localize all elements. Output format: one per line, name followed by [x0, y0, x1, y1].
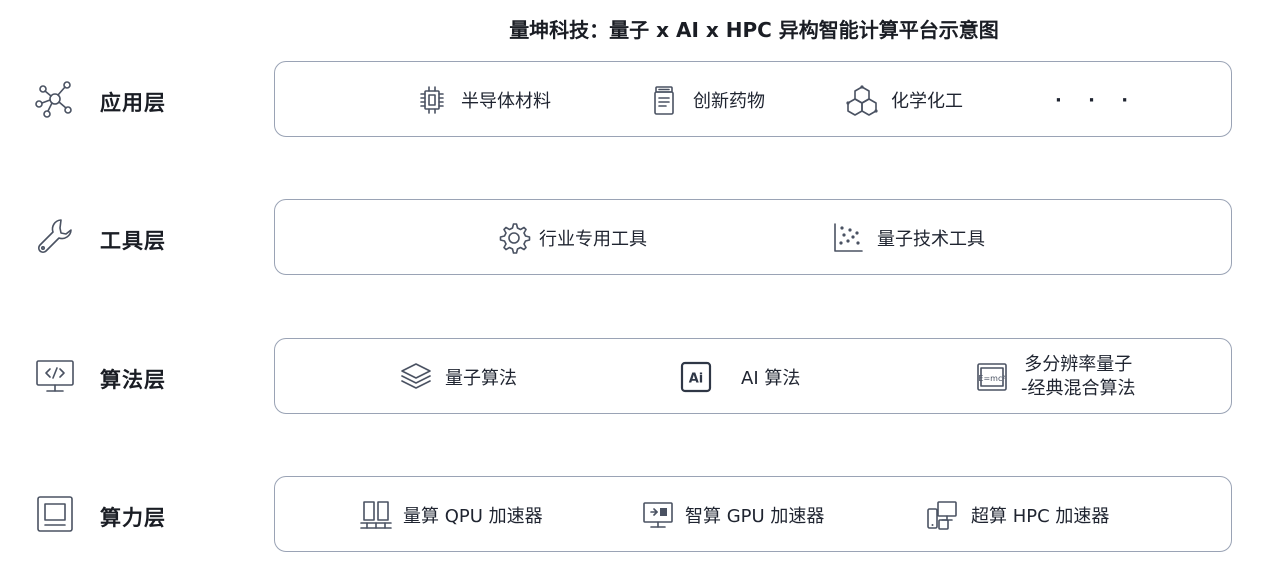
- item-chemistry: 化学化工: [845, 62, 963, 138]
- item-ai-algorithm: Ai AI 算法: [679, 339, 800, 415]
- layer-label: 算法层: [100, 368, 166, 392]
- item-label: 半导体材料: [461, 91, 551, 112]
- item-hpc: 超算 HPC 加速器: [925, 477, 1109, 553]
- wrench-icon: [34, 216, 76, 258]
- item-label: 量子算法: [445, 368, 517, 389]
- pill-bottle-icon: [647, 83, 681, 117]
- svg-text:Ai: Ai: [689, 372, 704, 387]
- item-quantum-algorithm: 量子算法: [399, 339, 517, 415]
- item-label: 超算 HPC 加速器: [971, 506, 1110, 527]
- layer-label: 工具层: [100, 229, 166, 253]
- chip-icon: [415, 83, 449, 117]
- svg-text:E=mc²: E=mc²: [978, 374, 1005, 383]
- item-qpu: 量算 QPU 加速器: [359, 477, 543, 553]
- diagram-title: 量坤科技：量子 x AI x HPC 异构智能计算平台示意图: [509, 18, 999, 42]
- molecule-icon: [845, 83, 879, 117]
- item-label: 创新药物: [693, 91, 765, 112]
- layer-row-algorithm: 算法层 量子算法 Ai AI 算法: [0, 338, 1280, 418]
- network-nodes-icon: [34, 78, 76, 120]
- gear-icon: [497, 221, 531, 255]
- item-label: 量子技术工具: [877, 229, 985, 250]
- processor-icon: [34, 493, 76, 535]
- layer-panel: 量算 QPU 加速器 智算 GPU 加速器: [274, 476, 1232, 552]
- layer-row-application: 应用层: [0, 61, 1280, 141]
- item-hybrid-algorithm: E=mc² 多分辨率量子 -经典混合算法: [975, 339, 1136, 415]
- qpu-rack-icon: [359, 498, 393, 532]
- item-label: 化学化工: [891, 91, 963, 112]
- item-label-line1: 多分辨率量子: [1024, 354, 1133, 375]
- hpc-devices-icon: [925, 498, 959, 532]
- layer-label: 算力层: [100, 506, 166, 530]
- layer-label: 应用层: [100, 91, 166, 115]
- item-label-line2: -经典混合算法: [1021, 378, 1136, 399]
- ai-badge-icon: Ai: [679, 360, 713, 394]
- item-semiconductor: 半导体材料: [415, 62, 551, 138]
- formula-board-icon: E=mc²: [975, 360, 1009, 394]
- layer-panel: 量子算法 Ai AI 算法 E=mc² 多分辨率量子 -经典混合算法: [274, 338, 1232, 414]
- item-label-multiline: 多分辨率量子 -经典混合算法: [1021, 353, 1136, 401]
- layer-panel: 行业专用工具 量子技术工具: [274, 199, 1232, 275]
- item-label: 智算 GPU 加速器: [685, 506, 825, 527]
- item-quantum-tools: 量子技术工具: [831, 200, 985, 276]
- item-label: 量算 QPU 加速器: [403, 506, 543, 527]
- item-label: 行业专用工具: [539, 229, 647, 250]
- scatter-plot-icon: [831, 221, 865, 255]
- code-monitor-icon: [34, 355, 76, 397]
- item-more: · · ·: [1055, 62, 1138, 138]
- layer-row-compute: 算力层 量算 QPU 加速器: [0, 476, 1280, 556]
- layer-row-tools: 工具层 行业专用工具: [0, 199, 1280, 279]
- item-drug-discovery: 创新药物: [647, 62, 765, 138]
- gpu-monitor-icon: [641, 498, 675, 532]
- layer-panel: 半导体材料 创新药物: [274, 61, 1232, 137]
- ellipsis: · · ·: [1055, 89, 1139, 111]
- item-industry-tools: 行业专用工具: [497, 200, 647, 276]
- layers-stack-icon: [399, 360, 433, 394]
- item-label: AI 算法: [741, 368, 801, 389]
- item-gpu: 智算 GPU 加速器: [641, 477, 824, 553]
